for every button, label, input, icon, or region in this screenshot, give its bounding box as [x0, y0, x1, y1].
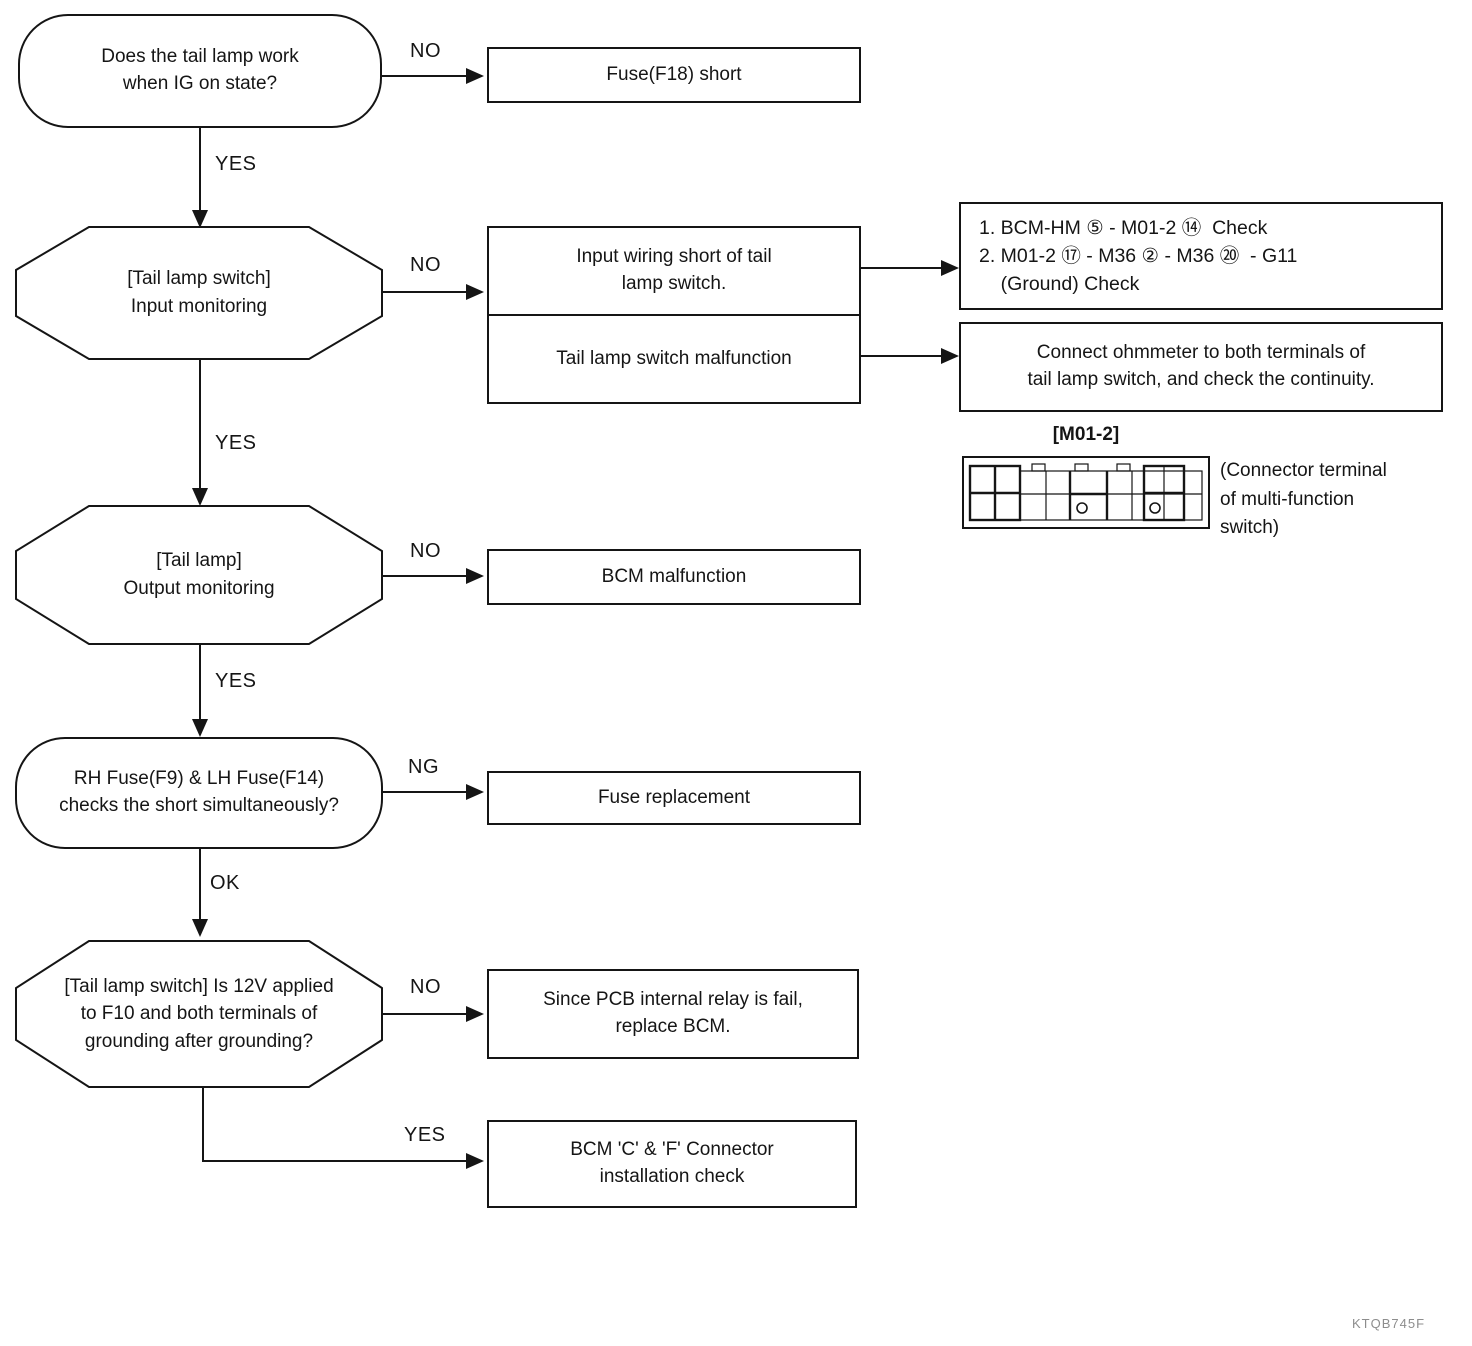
- connector-title: [M01-2]: [1052, 424, 1120, 445]
- arrow-head-down: [192, 719, 208, 737]
- arrow-line: [202, 1160, 468, 1162]
- octagon-shape: [15, 940, 383, 1088]
- arrow-head-right: [466, 284, 484, 300]
- arrow-head-right: [466, 1006, 484, 1022]
- arrow-line: [383, 791, 468, 793]
- edge-label-yes-1: YES: [213, 153, 259, 176]
- connector-pin-drawing: [962, 456, 1210, 529]
- process-ohmmeter-check: Connect ohmmeter to both terminals of ta…: [959, 322, 1443, 412]
- decision-output-monitoring: [Tail lamp] Output monitoring: [15, 505, 383, 645]
- edge-label-yes-3: YES: [213, 670, 259, 693]
- edge-label-no-1: NO: [408, 40, 443, 63]
- process-check-steps: 1. BCM-HM ⑤ - M01-2 ⑭ Check 2. M01-2 ⑰ -…: [959, 202, 1443, 310]
- connector-diagram: [962, 456, 1210, 530]
- arrow-head-right: [941, 260, 959, 276]
- arrow-head-down: [192, 210, 208, 228]
- arrow-line: [861, 355, 943, 357]
- edge-label-ok: OK: [208, 872, 242, 895]
- process-pcb-relay-fail: Since PCB internal relay is fail, replac…: [487, 969, 859, 1059]
- figure-code: KTQB745F: [1352, 1316, 1426, 1331]
- edge-label-yes-2: YES: [213, 432, 259, 455]
- decision-fuse-short-check: RH Fuse(F9) & LH Fuse(F14) checks the sh…: [15, 737, 383, 849]
- process-bcm-malfunction: BCM malfunction: [487, 549, 861, 605]
- arrow-line: [861, 267, 943, 269]
- edge-label-no-3: NO: [408, 540, 443, 563]
- octagon-shape: [15, 226, 383, 360]
- arrow-head-right: [466, 568, 484, 584]
- arrow-head-right: [941, 348, 959, 364]
- arrow-line: [199, 360, 201, 490]
- arrow-line: [383, 291, 468, 293]
- arrow-head-down: [192, 919, 208, 937]
- edge-label-yes-4: YES: [402, 1124, 448, 1147]
- arrow-line: [383, 1013, 468, 1015]
- arrow-line: [199, 849, 201, 921]
- process-input-wiring-short: Input wiring short of tail lamp switch.: [489, 228, 859, 316]
- decision-input-monitoring-label: [Tail lamp switch] Input monitoring: [127, 268, 271, 317]
- arrow-head-right: [466, 1153, 484, 1169]
- arrow-head-down: [192, 488, 208, 506]
- edge-label-no-4: NO: [408, 976, 443, 999]
- arrow-head-right: [466, 784, 484, 800]
- process-input-wiring-group: Input wiring short of tail lamp switch. …: [487, 226, 861, 404]
- edge-label-no-2: NO: [408, 254, 443, 277]
- decision-12v-check: [Tail lamp switch] Is 12V applied to F10…: [15, 940, 383, 1088]
- process-switch-malfunction: Tail lamp switch malfunction: [556, 347, 792, 369]
- process-bcm-connector-check: BCM 'C' & 'F' Connector installation che…: [487, 1120, 857, 1208]
- decision-12v-check-label: [Tail lamp switch] Is 12V applied to F10…: [64, 975, 334, 1052]
- arrow-head-right: [466, 68, 484, 84]
- process-fuse-replacement: Fuse replacement: [487, 771, 861, 825]
- arrow-line: [382, 75, 468, 77]
- decision-tail-lamp-ig: Does the tail lamp work when IG on state…: [18, 14, 382, 128]
- arrow-line: [199, 645, 201, 721]
- decision-output-monitoring-label: [Tail lamp] Output monitoring: [123, 550, 275, 599]
- arrow-line: [202, 1088, 204, 1162]
- arrow-line: [383, 575, 468, 577]
- octagon-shape: [15, 505, 383, 645]
- connector-caption: (Connector terminal of multi-function sw…: [1220, 460, 1387, 538]
- edge-label-ng: NG: [406, 756, 441, 779]
- decision-input-monitoring: [Tail lamp switch] Input monitoring: [15, 226, 383, 360]
- process-fuse-f18-short: Fuse(F18) short: [487, 47, 861, 103]
- arrow-line: [199, 128, 201, 212]
